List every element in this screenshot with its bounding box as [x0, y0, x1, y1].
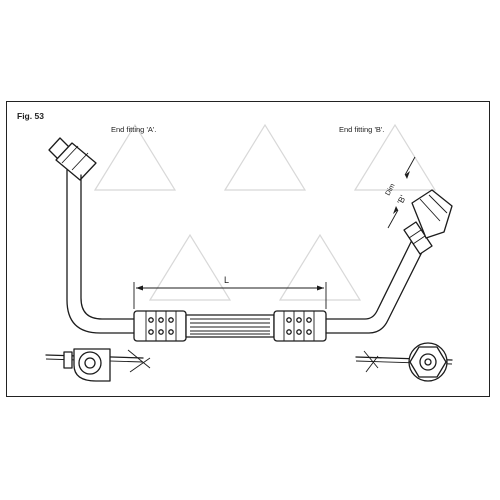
length-dimension [133, 282, 327, 309]
end-view-a [45, 348, 151, 382]
figure-frame [6, 101, 490, 397]
dimension-b-marker: Dim 'B' [385, 156, 416, 229]
dimension-b-value: 'B' [395, 193, 408, 206]
end-view-b [355, 342, 453, 382]
pipe-left [66, 169, 135, 334]
end-fitting-a [48, 137, 97, 181]
end-fitting-b-label: End fitting 'B'. [339, 125, 385, 134]
figure-number: Fig. 53 [17, 111, 44, 121]
flexible-hose [133, 310, 327, 342]
brand-logo-watermark [93, 123, 437, 301]
end-fitting-a-label: End fitting 'A'. [111, 125, 157, 134]
end-fitting-b [403, 189, 453, 255]
length-label: L [224, 275, 230, 285]
pipe-right [325, 239, 426, 334]
